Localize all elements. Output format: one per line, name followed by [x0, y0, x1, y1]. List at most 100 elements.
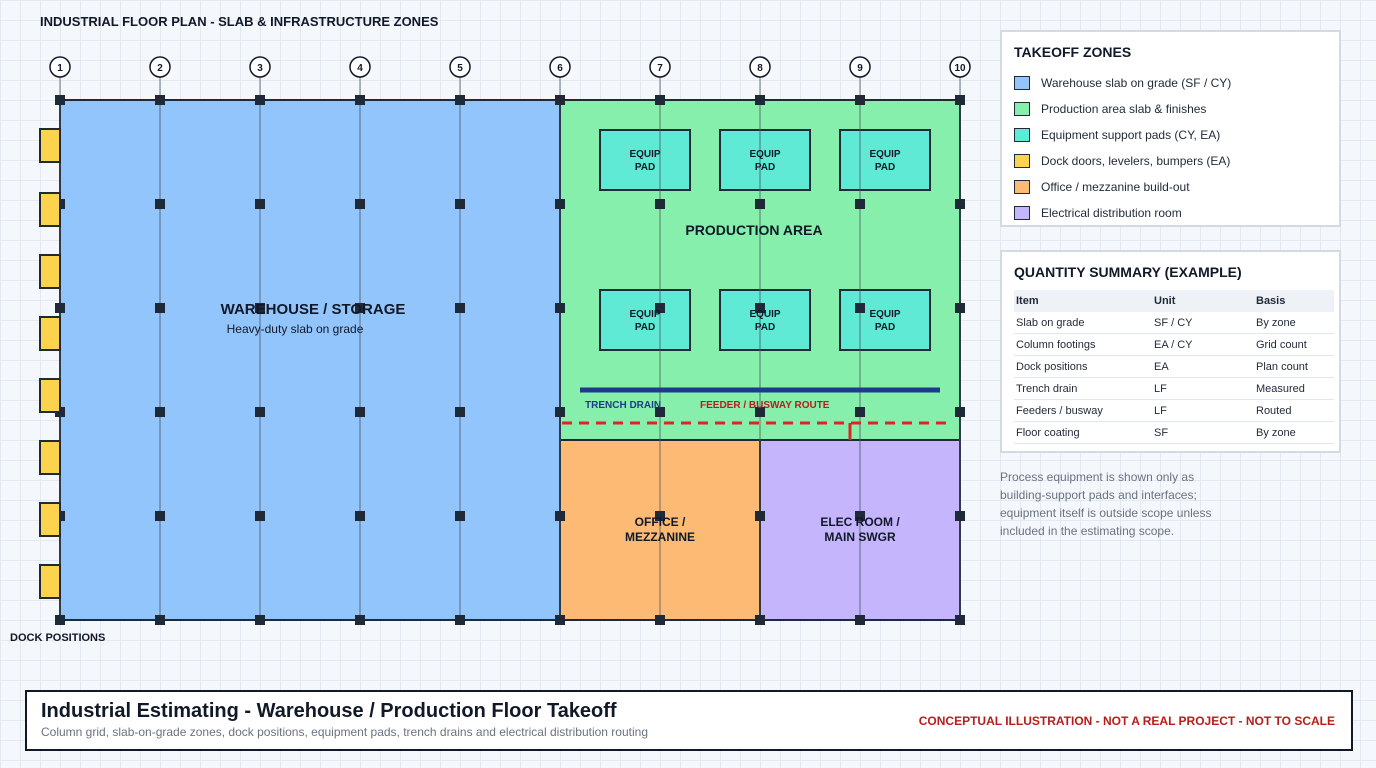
legend-label: Dock doors, levelers, bumpers (EA)	[1041, 154, 1231, 168]
legend-swatch	[1014, 206, 1030, 220]
dock-door	[39, 564, 61, 599]
legend-swatch	[1014, 76, 1030, 90]
column-marker	[355, 95, 365, 105]
column-marker	[855, 511, 865, 521]
column-marker	[455, 511, 465, 521]
column-marker	[955, 615, 965, 625]
legend-swatch	[1014, 180, 1030, 194]
office-label-line1: OFFICE /	[635, 515, 686, 529]
title-block-subtitle: Column grid, slab-on-grade zones, dock p…	[41, 725, 649, 739]
grid-bubble-label: 9	[857, 63, 863, 74]
cell-item: Floor coating	[1014, 421, 1152, 444]
trench-drain-label: TRENCH DRAIN	[585, 400, 661, 411]
legend-item: Warehouse slab on grade (SF / CY)	[1014, 70, 1327, 96]
cell-unit: EA	[1152, 355, 1254, 378]
column-marker	[255, 95, 265, 105]
legend-item: Dock doors, levelers, bumpers (EA)	[1014, 148, 1327, 174]
col-header-basis: Basis	[1254, 290, 1334, 312]
equip-pad-label-line1: EQUIP	[749, 149, 780, 160]
structural-columns	[55, 95, 965, 625]
grid-bubble-label: 7	[657, 63, 663, 74]
column-marker	[755, 199, 765, 209]
cell-unit: SF	[1152, 421, 1254, 444]
quantity-title: QUANTITY SUMMARY (EXAMPLE)	[1014, 264, 1242, 280]
col-header-unit: Unit	[1152, 290, 1254, 312]
column-marker	[255, 407, 265, 417]
warehouse-zone	[59, 99, 561, 621]
legend-label: Production area slab & finishes	[1041, 102, 1207, 116]
cell-basis: Routed	[1254, 399, 1334, 422]
column-marker	[555, 95, 565, 105]
column-marker	[855, 407, 865, 417]
grid-bubble-label: 3	[257, 63, 263, 74]
equip-pad-label-line1: EQUIP	[629, 309, 660, 320]
cell-item: Slab on grade	[1014, 312, 1152, 334]
plan-title: INDUSTRIAL FLOOR PLAN - SLAB & INFRASTRU…	[40, 14, 439, 29]
cell-basis: Grid count	[1254, 333, 1334, 356]
cell-item: Column footings	[1014, 333, 1152, 356]
column-marker	[855, 199, 865, 209]
legend-item: Equipment support pads (CY, EA)	[1014, 122, 1327, 148]
warehouse-subtitle: Heavy-duty slab on grade	[227, 322, 364, 336]
column-marker	[155, 407, 165, 417]
column-marker	[755, 511, 765, 521]
grid-bubble	[149, 56, 171, 78]
scope-note: Process equipment is shown only as build…	[1000, 470, 1212, 538]
elec-label-line1: ELEC ROOM /	[820, 515, 900, 529]
equip-pad-label-line2: PAD	[875, 322, 895, 333]
legend-swatch	[1014, 102, 1030, 116]
column-marker	[655, 199, 665, 209]
dock-door	[39, 192, 61, 227]
legend-label: Electrical distribution room	[1041, 206, 1182, 220]
column-marker	[955, 511, 965, 521]
cell-basis: Measured	[1254, 377, 1334, 400]
title-block-disclaimer: CONCEPTUAL ILLUSTRATION - NOT A REAL PRO…	[918, 714, 1335, 728]
column-marker	[355, 407, 365, 417]
legend-swatch	[1014, 154, 1030, 168]
equip-pad-label-line2: PAD	[875, 162, 895, 173]
legend-label: Office / mezzanine build-out	[1041, 180, 1190, 194]
column-marker	[55, 303, 65, 313]
equip-pad-label-line1: EQUIP	[869, 149, 900, 160]
column-marker	[255, 303, 265, 313]
column-marker	[455, 407, 465, 417]
column-marker	[255, 511, 265, 521]
equip-pad-label-line2: PAD	[635, 162, 655, 173]
column-marker	[755, 95, 765, 105]
grid-bubble	[549, 56, 571, 78]
takeoff-zones-legend: TAKEOFF ZONES Warehouse slab on grade (S…	[1000, 30, 1341, 227]
column-marker	[155, 95, 165, 105]
column-marker	[555, 407, 565, 417]
cell-item: Trench drain	[1014, 377, 1152, 400]
col-header-item: Item	[1014, 290, 1152, 312]
equip-pad-label-line2: PAD	[635, 322, 655, 333]
grid-bubble-label: 4	[357, 63, 363, 74]
column-gridlines	[59, 77, 961, 620]
production-title: PRODUCTION AREA	[685, 222, 822, 238]
legend-swatch	[1014, 128, 1030, 142]
grid-bubble	[649, 56, 671, 78]
column-marker	[655, 303, 665, 313]
equip-pad-label-line2: PAD	[755, 322, 775, 333]
grid-bubble	[449, 56, 471, 78]
column-marker	[55, 615, 65, 625]
cell-unit: LF	[1152, 399, 1254, 422]
dock-door	[39, 378, 61, 413]
column-marker	[655, 615, 665, 625]
grid-bubble-label: 6	[557, 63, 563, 74]
feeder-route-label: FEEDER / BUSWAY ROUTE	[700, 400, 830, 411]
equip-pad-label-line1: EQUIP	[749, 309, 780, 320]
grid-bubble-label: 1	[57, 63, 63, 74]
equipment-pads	[599, 129, 931, 351]
equip-pad	[839, 129, 931, 191]
column-marker	[355, 303, 365, 313]
dock-doors	[39, 128, 61, 599]
equip-pad	[839, 289, 931, 351]
column-marker	[955, 199, 965, 209]
grid-bubble	[949, 56, 971, 78]
column-marker	[955, 303, 965, 313]
equip-pad	[719, 289, 811, 351]
